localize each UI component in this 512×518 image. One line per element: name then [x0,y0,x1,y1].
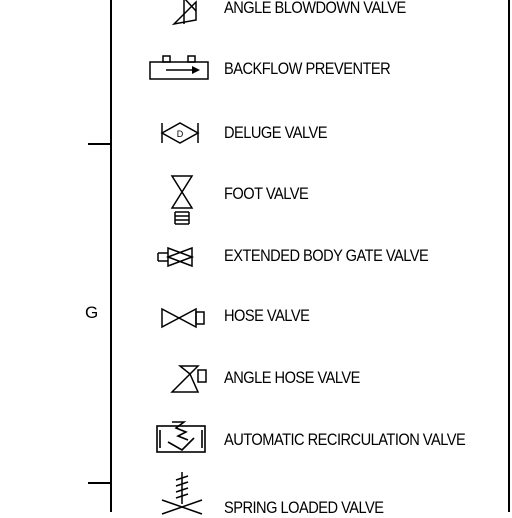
left-frame-line [110,0,112,512]
spring-loaded-valve-label: SPRING LOADED VALVE [224,498,384,517]
right-frame-line [508,0,510,512]
angle-hose-valve-label: ANGLE HOSE VALVE [224,368,360,387]
deluge-valve-icon: D [160,122,200,144]
automatic-recirculation-valve-icon [156,421,206,453]
angle-hose-valve-icon [170,365,207,393]
deluge-valve-label: DELUGE VALVE [224,123,327,142]
angle-blowdown-valve-icon [171,0,197,26]
backflow-preventer-icon [149,55,209,80]
group-letter: G [85,303,99,322]
extended-body-gate-valve-label: EXTENDED BODY GATE VALVE [224,246,429,265]
automatic-recirculation-valve-label: AUTOMATIC RECIRCULATION VALVE [224,430,466,449]
group-divider-top [88,143,111,145]
deluge-valve-symbol-letter: D [177,129,184,139]
hose-valve-icon [161,307,205,329]
spring-loaded-valve-icon [161,472,203,515]
backflow-preventer-label: BACKFLOW PREVENTER [224,59,391,78]
extended-body-gate-valve-icon [157,246,195,268]
foot-valve-icon [170,175,194,225]
hose-valve-label: HOSE VALVE [224,306,310,325]
angle-blowdown-valve-label: ANGLE BLOWDOWN VALVE [224,0,406,17]
foot-valve-label: FOOT VALVE [224,184,309,203]
group-divider-bottom [88,482,111,484]
